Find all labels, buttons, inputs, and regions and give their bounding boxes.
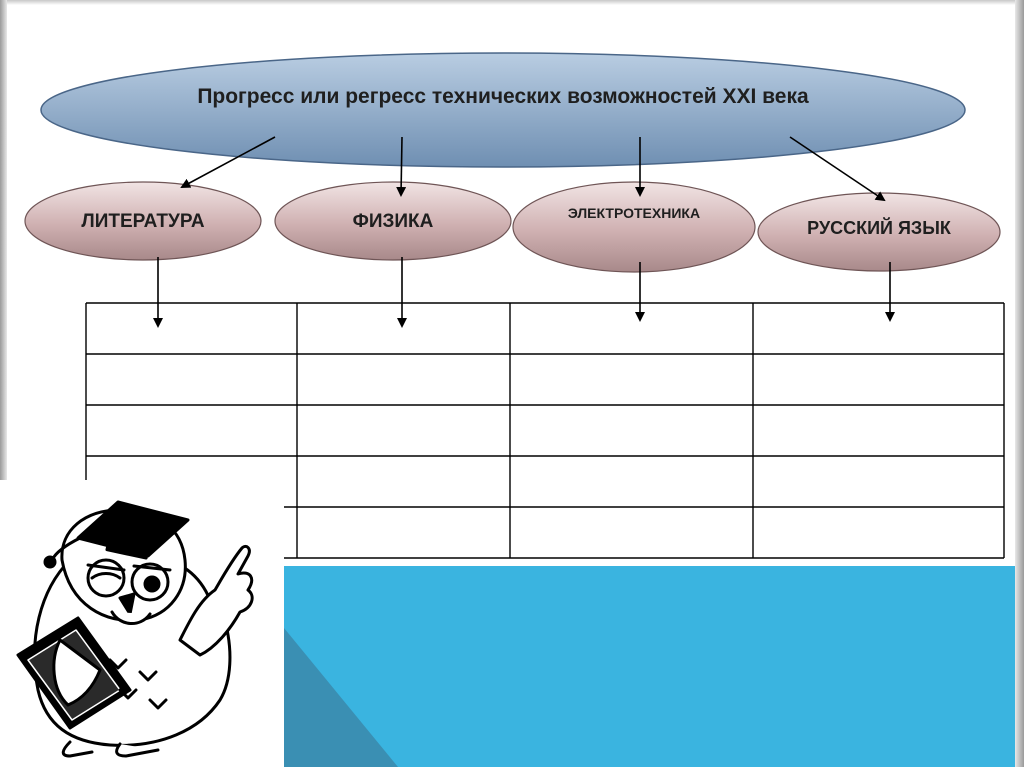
title-text: Прогресс или регресс технических возможн… xyxy=(197,85,809,108)
subject-label: ЛИТЕРАТУРА xyxy=(81,211,204,232)
subject-node-electrotechnics: ЭЛЕКТРОТЕХНИКА xyxy=(513,182,755,272)
subject-label: РУССКИЙ ЯЗЫК xyxy=(807,217,952,238)
subject-node-literature: ЛИТЕРАТУРА xyxy=(25,182,261,260)
arrow-title-physics xyxy=(401,137,402,195)
subject-label: ФИЗИКА xyxy=(353,211,434,232)
subject-label: ЭЛЕКТРОТЕХНИКА xyxy=(568,205,700,221)
title-node: Прогресс или регресс технических возможн… xyxy=(41,53,965,167)
subject-node-physics: ФИЗИКА xyxy=(275,182,511,260)
blue-panel xyxy=(284,566,1015,767)
subject-node-russian: РУССКИЙ ЯЗЫК xyxy=(758,193,1000,271)
